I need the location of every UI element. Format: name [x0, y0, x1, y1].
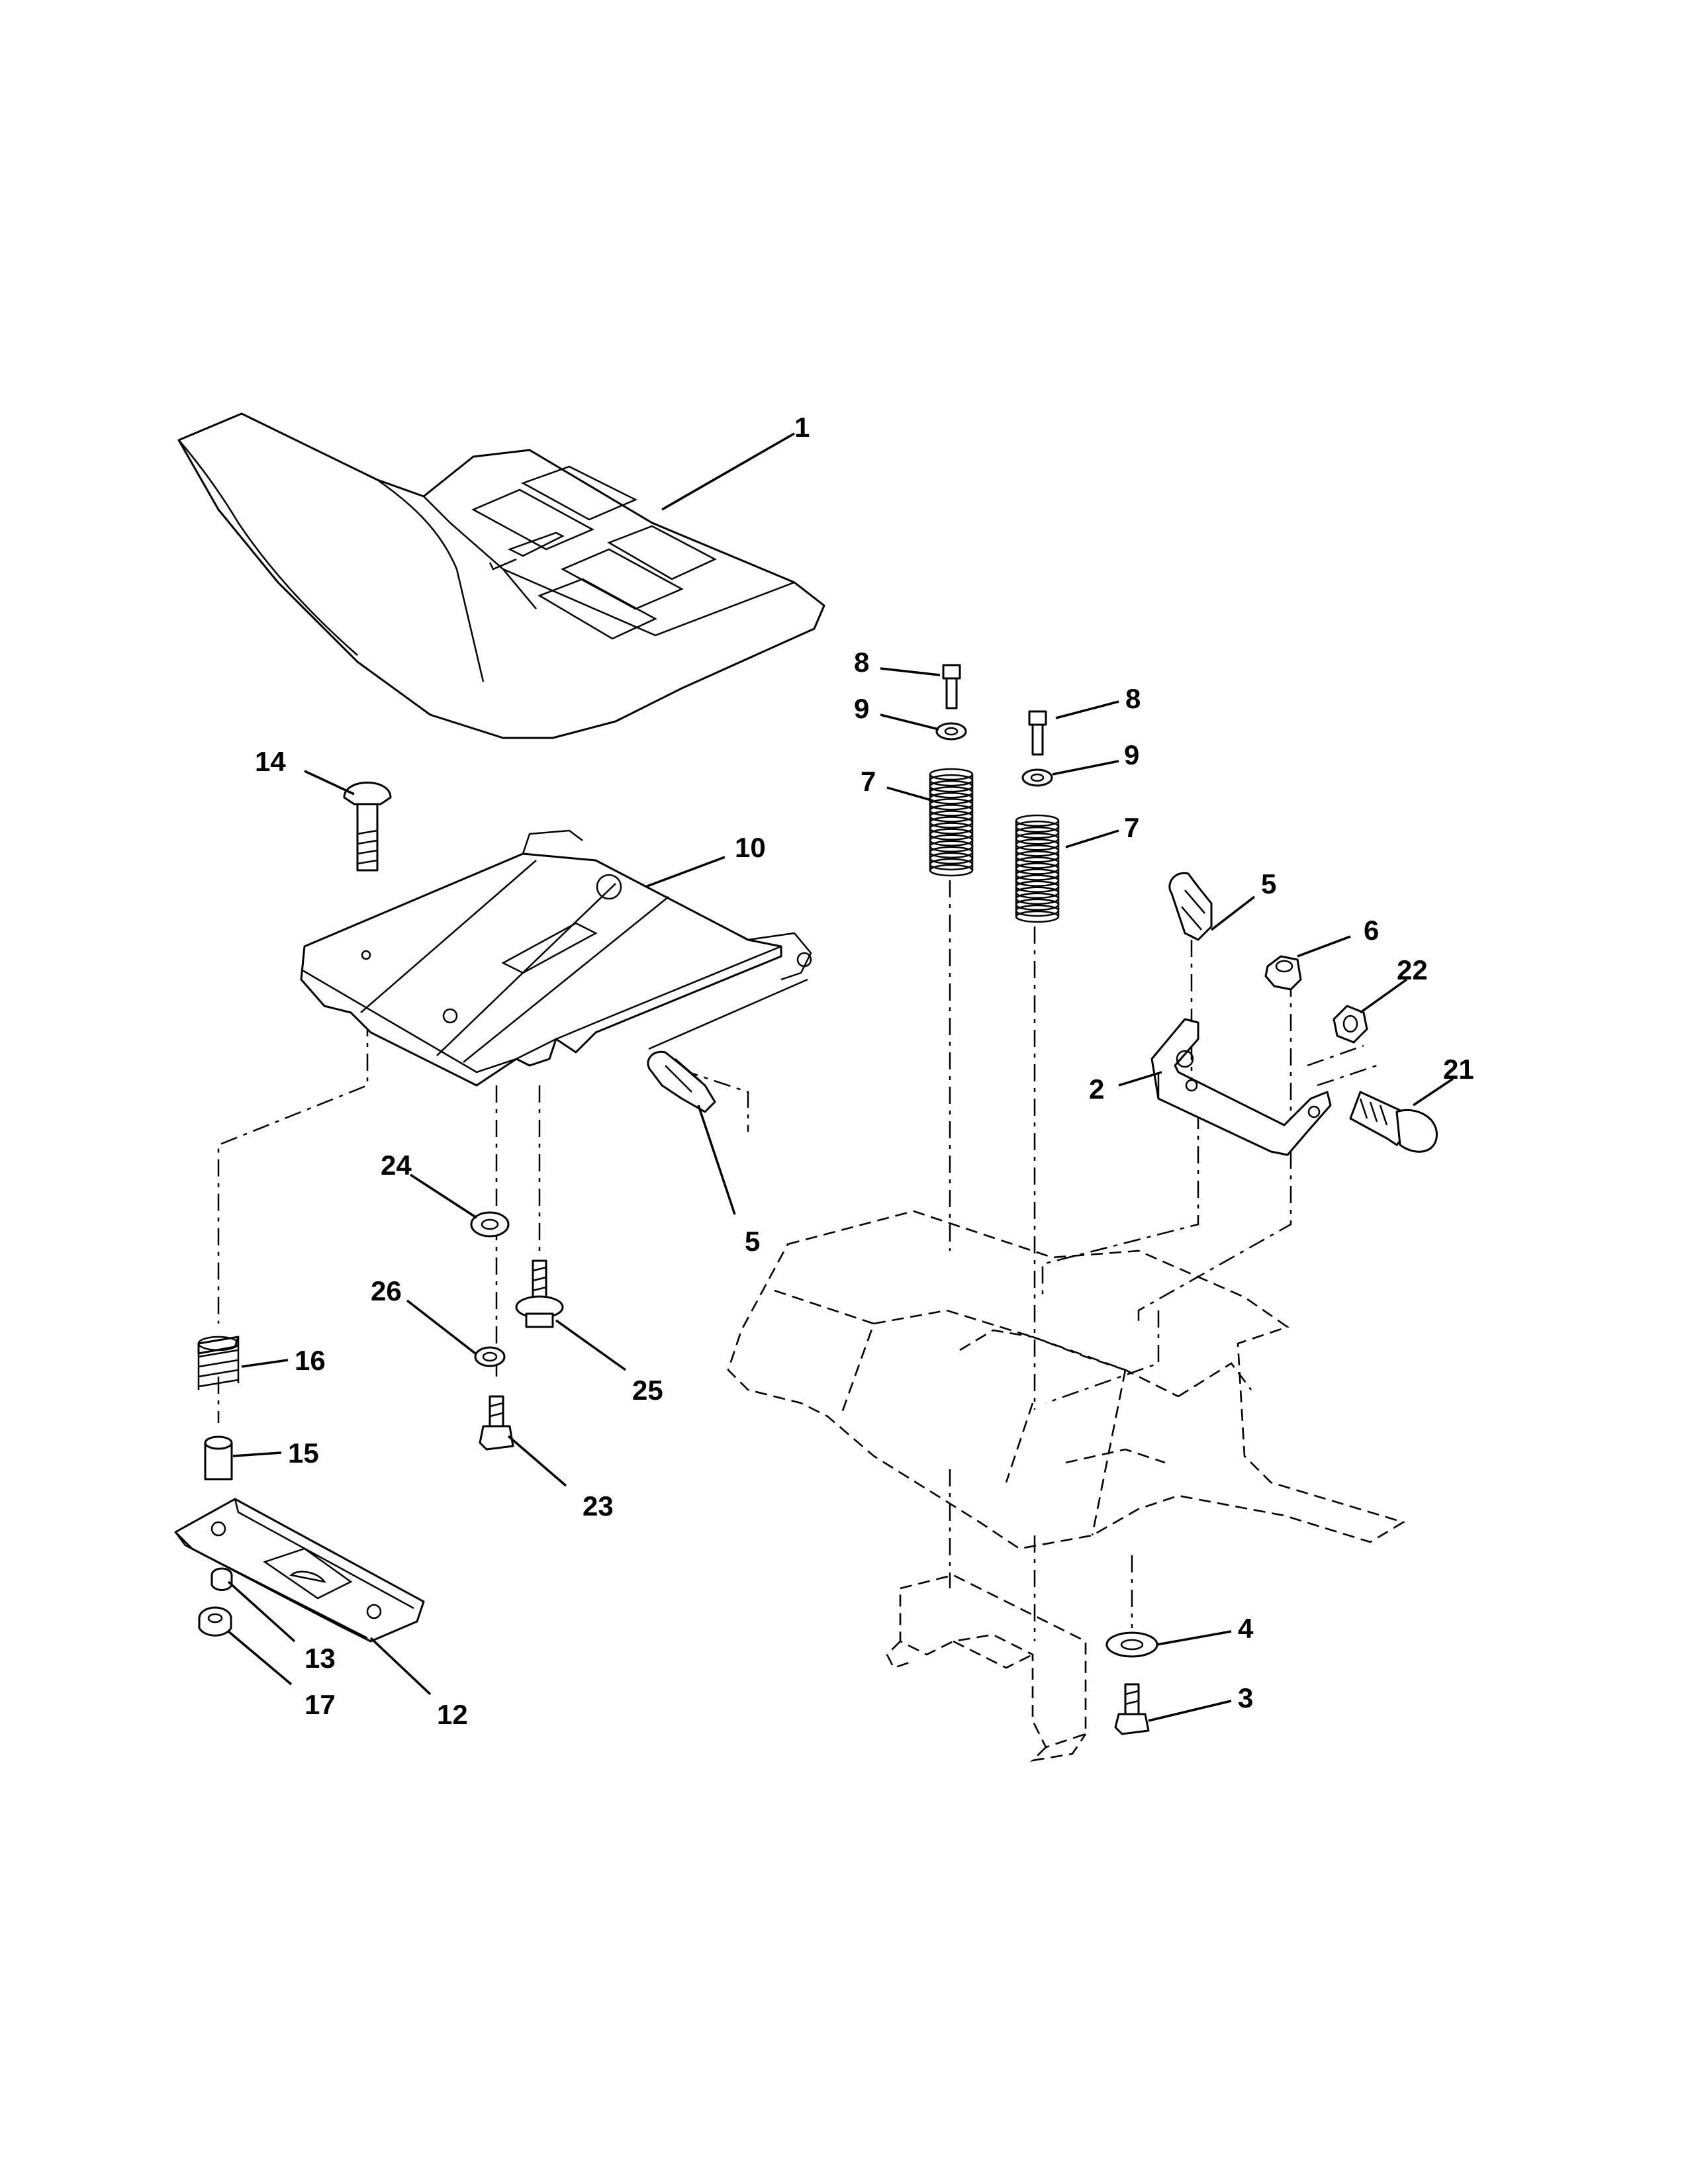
shoulder-bolt	[1349, 1091, 1438, 1153]
callout-10: 10	[735, 832, 766, 863]
callout-9-right: 9	[1124, 739, 1139, 770]
flat-washer-24	[470, 1211, 510, 1238]
spacer	[204, 1435, 233, 1480]
hex-bolt-23	[479, 1395, 514, 1451]
wire-clip-right	[1168, 872, 1213, 941]
callout-22: 22	[1397, 954, 1428, 985]
seat-bracket	[174, 1498, 425, 1643]
spring-outline	[929, 774, 974, 870]
spring-left	[929, 768, 974, 877]
callout-5-left: 5	[745, 1226, 760, 1257]
callout-23: 23	[583, 1490, 614, 1522]
spring-outline	[1015, 821, 1060, 917]
callout-7-left: 7	[861, 766, 876, 797]
callout-25: 25	[632, 1375, 663, 1406]
callout-12: 12	[437, 1699, 468, 1730]
callout-1: 1	[794, 412, 810, 443]
callout-15: 15	[288, 1437, 319, 1469]
nut-13	[211, 1567, 233, 1591]
lock-nut	[1264, 955, 1302, 991]
washer-right	[1021, 768, 1053, 787]
flange-nut-17	[198, 1606, 232, 1637]
spring-right	[1015, 814, 1060, 923]
callout-26: 26	[371, 1275, 402, 1306]
lock-washer-26	[474, 1346, 506, 1367]
small-spring	[197, 1336, 240, 1390]
flat-washer-4	[1105, 1631, 1158, 1658]
callout-21: 21	[1443, 1054, 1474, 1085]
bolt-right	[1028, 710, 1047, 756]
callout-labels: 1 14 10 8 9 7 8 9 7 5 6 22 21 2 5 24 26 …	[255, 412, 1474, 1730]
seat	[177, 412, 825, 739]
carriage-bolt	[343, 782, 392, 872]
callout-24: 24	[381, 1150, 412, 1181]
callout-2: 2	[1089, 1073, 1104, 1105]
hex-bolt-3	[1114, 1683, 1150, 1735]
callout-4: 4	[1238, 1613, 1254, 1644]
callout-7-right: 7	[1124, 812, 1139, 843]
washer-left	[935, 722, 967, 741]
tractor-frame-phantom	[727, 1210, 1406, 1762]
callout-14: 14	[255, 746, 286, 777]
callout-6: 6	[1364, 915, 1379, 946]
leader-lines	[227, 432, 1454, 1722]
bolt-left	[942, 664, 961, 709]
mounting-bracket	[1150, 1018, 1332, 1156]
callout-17: 17	[305, 1689, 336, 1720]
callout-8-left: 8	[854, 647, 869, 678]
callout-16: 16	[295, 1345, 326, 1376]
callout-13: 13	[305, 1643, 336, 1674]
flange-nut	[1333, 1005, 1368, 1044]
callout-5-right: 5	[1261, 868, 1276, 899]
shoulder-screw-25	[515, 1259, 564, 1328]
seat-pan	[300, 829, 812, 1087]
callout-8-right: 8	[1125, 683, 1141, 714]
callout-3: 3	[1238, 1682, 1253, 1713]
wire-clip-left	[647, 1050, 716, 1113]
callout-9-left: 9	[854, 693, 869, 724]
